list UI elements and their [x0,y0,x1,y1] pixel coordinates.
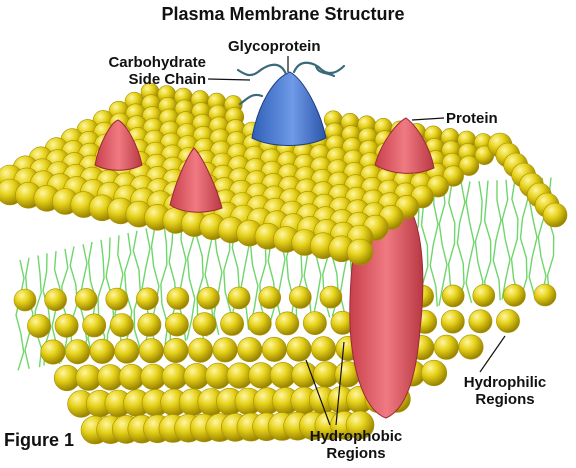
lipid-head [420,359,448,387]
lipid-tail [456,181,466,305]
lipid-head [27,314,51,338]
lipid-head [220,311,245,336]
lipid-head [533,283,557,307]
lipid-head [286,336,312,362]
lipid-head [188,337,214,363]
lipid-tail [24,257,34,369]
lipid-head [138,338,164,364]
protein-label: Protein [446,110,498,127]
lipid-head [345,410,375,440]
lipid-tail [34,255,43,368]
hydrophobic-label-line1: Hydrophobic [309,428,403,445]
lipid-head [346,238,374,266]
lipid-head [227,286,251,310]
carbohydrate-label-line1: Carbohydrate [108,54,206,71]
hydrophilic-label-line2: Regions [475,391,535,408]
lipid-head [261,336,287,362]
hydrophilic-label-line1: Hydrophilic [463,374,547,391]
lipid-head [458,334,484,360]
lipid-head [441,284,465,308]
lipid-head [275,311,300,336]
lipid-tail [15,259,25,371]
lipid-head [109,313,134,338]
lower-lipid-heads [13,283,557,445]
figure-label: Figure 1 [4,430,75,450]
lipid-head [496,309,520,333]
lipid-head [197,286,220,310]
lipid-tail [132,230,142,350]
lipid-tail [474,180,484,303]
lipid-tail [447,182,457,305]
hydrophilic-regions-label: Hydrophilic Regions [446,374,564,408]
lipid-head [472,284,496,307]
lipid-head [288,286,312,309]
lipid-head [164,312,189,337]
lipid-head [105,287,129,311]
lipid-head [433,334,459,360]
lipid-head [319,285,343,309]
lipid-head [136,287,159,311]
lipid-head [442,165,464,187]
lipid-tail [97,239,106,356]
glycoprotein-shape [251,71,327,146]
lipid-head [212,337,238,363]
lipid-tail [438,182,448,306]
lipid-tail [519,178,529,298]
lipid-head [192,312,217,337]
lipid-head [542,202,568,228]
lipid-head [54,313,79,338]
surface-proteins [94,117,435,213]
lipid-head [44,288,67,312]
lipid-tail [510,179,520,299]
carbohydrate-side-chain-label: Carbohydrate Side Chain [62,54,206,88]
lipid-tail [492,180,502,301]
page-title: Plasma Membrane Structure [161,4,405,24]
carbohydrate-chains [236,61,346,106]
glycoprotein-label: Glycoprotein [228,38,321,55]
lipid-head [137,312,162,337]
lipid-tail [429,183,439,307]
lipid-head [166,287,190,310]
hydrophobic-label-line2: Regions [326,445,386,462]
lipid-tail [186,217,196,340]
lipid-head [503,283,526,307]
lipid-head [247,311,272,336]
lipid-head [440,309,465,334]
lipid-head [302,311,327,336]
lipid-head [163,337,189,363]
lipid-head [65,339,91,365]
lipid-head [13,288,37,312]
hydrophobic-regions-label: Hydrophobic Regions [290,428,422,462]
lipid-head [310,336,336,362]
lipid-head [237,337,263,363]
lipid-head [82,313,107,338]
lipid-head [114,338,140,364]
lipid-head [74,288,98,311]
lipid-head [89,338,115,364]
lipid-head [40,339,66,365]
lipid-tail [483,180,492,302]
carbohydrate-label-line2: Side Chain [128,71,206,88]
lipid-head [458,155,480,176]
label-leader-lines [207,56,506,426]
lipid-head [258,286,282,309]
lipid-tail [465,181,475,304]
lipid-tail [501,179,511,300]
lipid-head [468,309,493,334]
